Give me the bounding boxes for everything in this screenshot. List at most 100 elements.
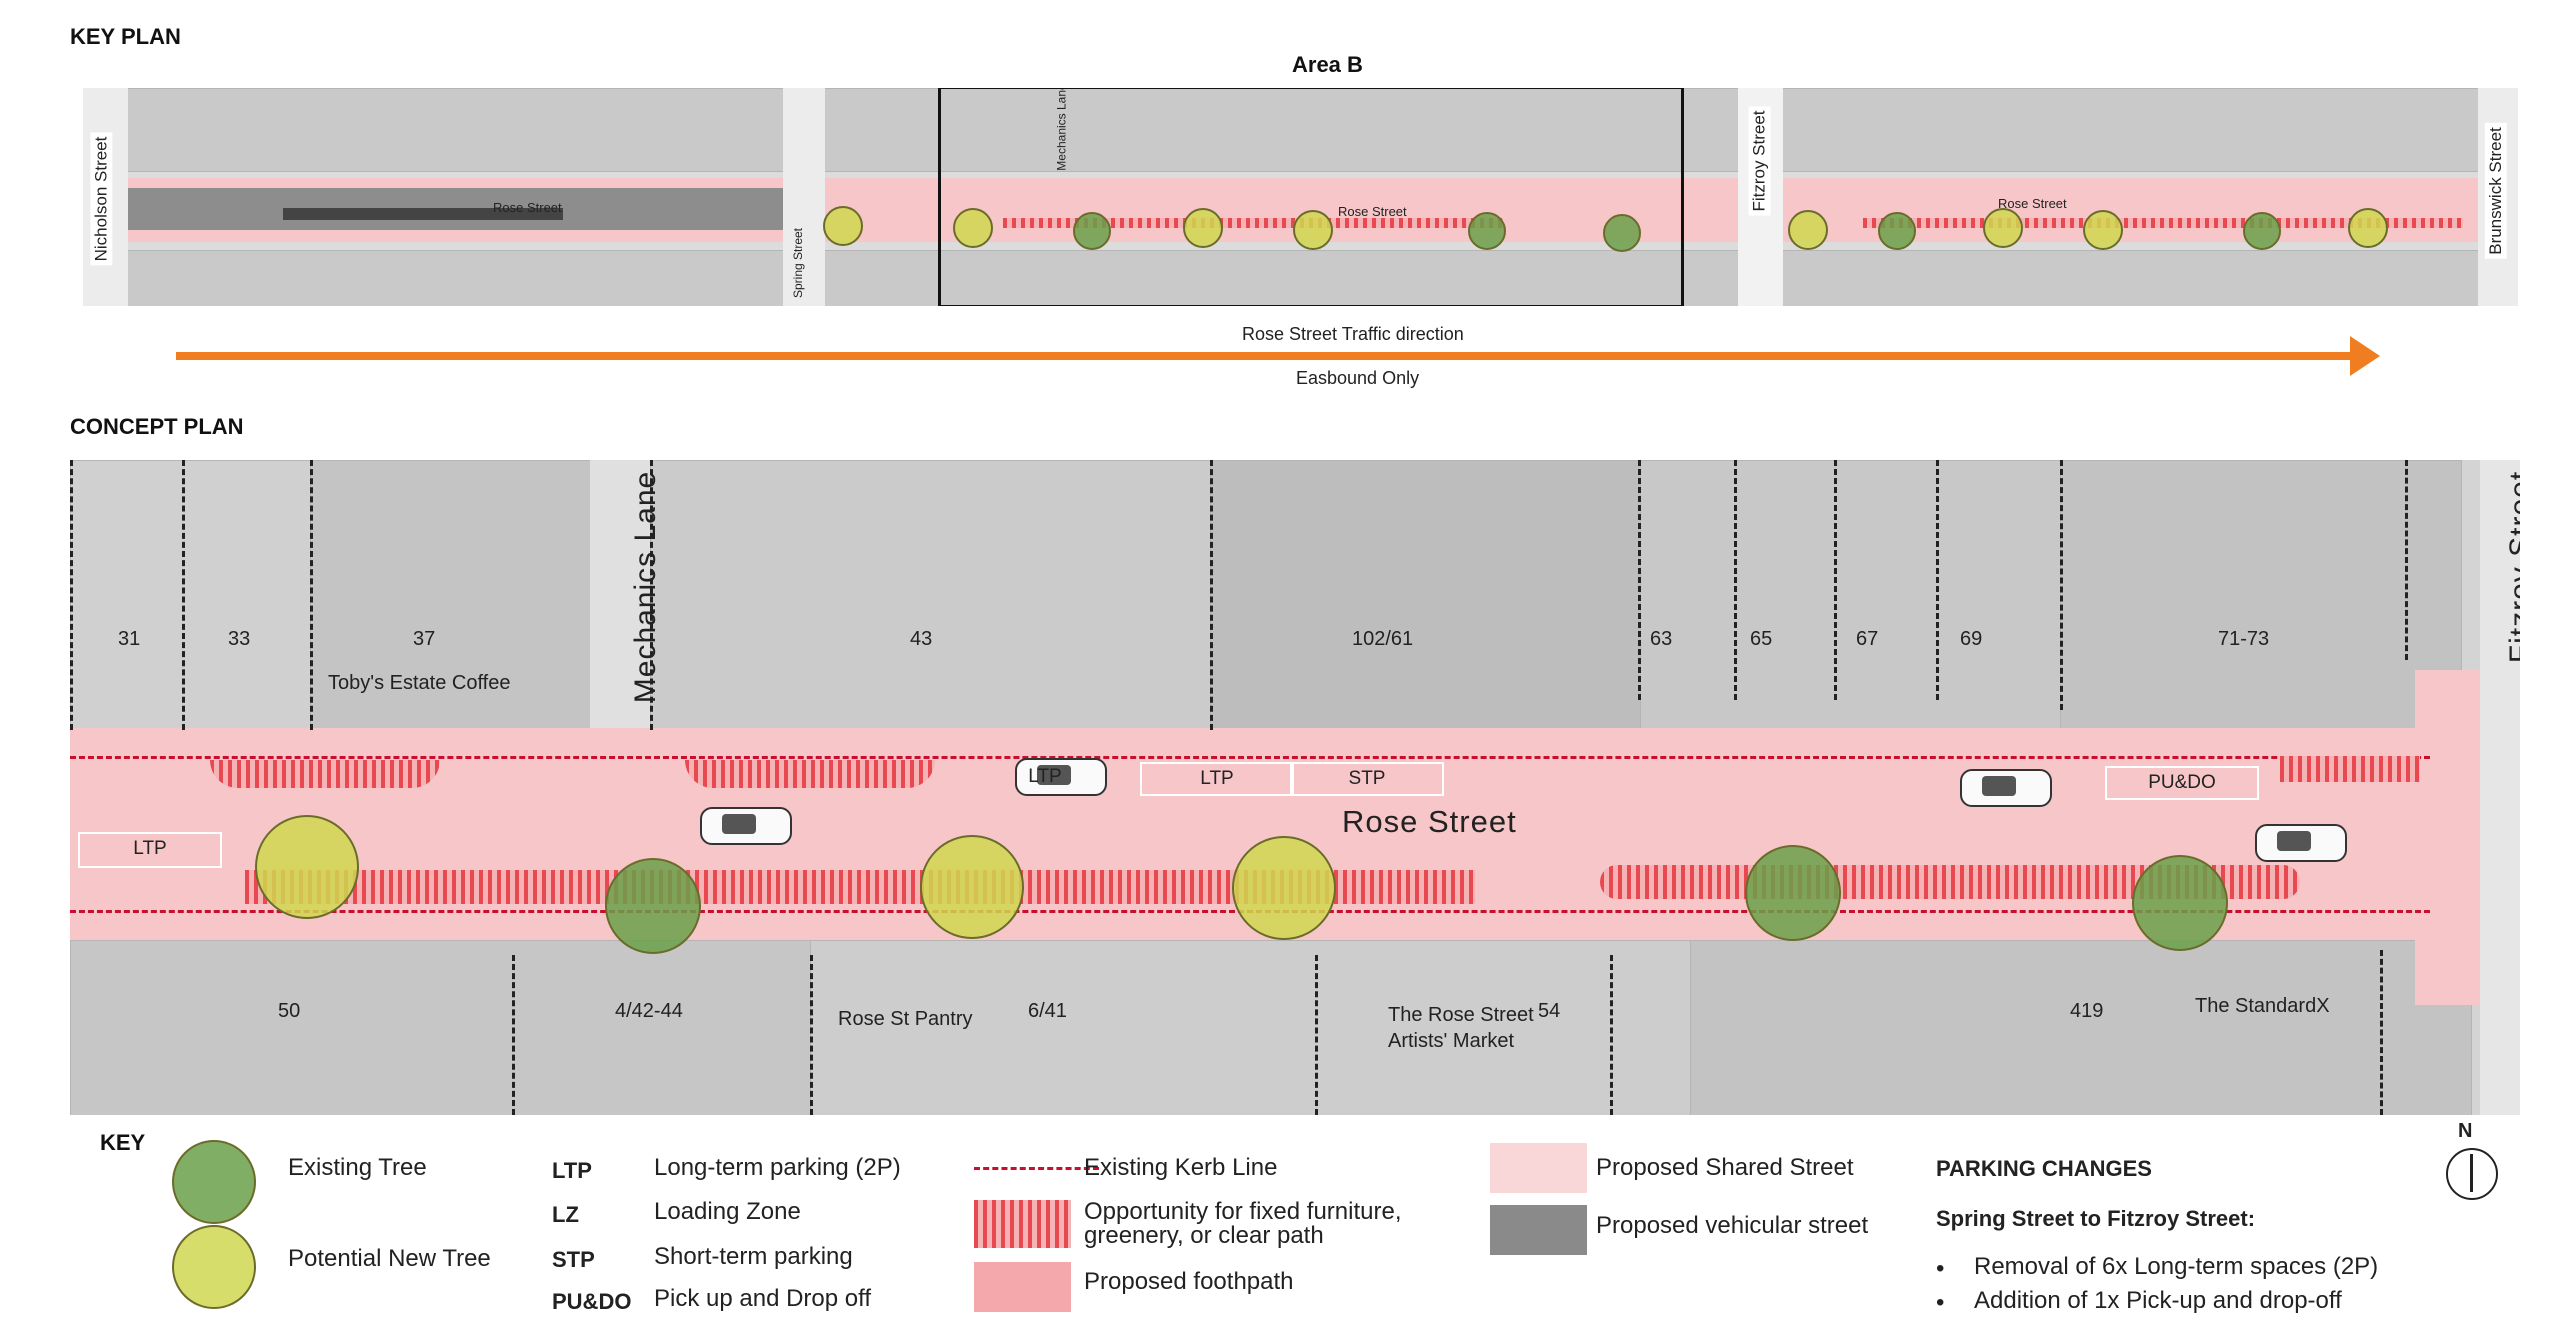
building-south <box>70 940 812 1115</box>
traffic-note: Easbound Only <box>1296 368 1420 388</box>
area-b-label: Area B <box>1292 52 1363 77</box>
legend-code: LZ <box>552 1202 579 1227</box>
legend-shared: Proposed Shared Street <box>1596 1154 1854 1181</box>
legend-new-tree: Potential New Tree <box>288 1245 491 1272</box>
legend-footpath-swatch <box>974 1262 1071 1312</box>
key-plan-tree <box>1073 212 1111 250</box>
legend-new-tree-icon <box>172 1225 256 1309</box>
car-icon <box>1015 758 1107 796</box>
potential-new-tree <box>255 815 359 919</box>
lot-number: 67 <box>1856 628 1879 650</box>
building-north <box>310 460 597 730</box>
traffic-arrow <box>176 352 2356 360</box>
lot-number: 43 <box>910 628 933 650</box>
business-name: Artists' Market <box>1388 1030 1515 1052</box>
lot-boundary <box>1638 460 1641 700</box>
lot-boundary <box>1936 460 1939 700</box>
traffic-arrowhead-icon <box>2350 336 2380 376</box>
lot-boundary <box>70 460 73 730</box>
building-north <box>1640 460 2062 730</box>
existing-tree <box>1745 845 1841 941</box>
business-name: The Rose Street <box>1388 1004 1534 1026</box>
mechanics-lane-gap <box>590 460 650 728</box>
legend-existing-tree: Existing Tree <box>288 1154 427 1181</box>
parking-changes-subtitle: Spring Street to Fitzroy Street: <box>1936 1206 2256 1231</box>
lot-boundary <box>2380 950 2383 1115</box>
building-south <box>1690 940 2472 1115</box>
key-plan-title: KEY PLAN <box>70 24 181 49</box>
legend-shared-swatch <box>1490 1143 1587 1193</box>
key-plan-road-label: Rose Street <box>493 200 562 215</box>
building-north <box>650 460 1212 730</box>
lot-number: 4/42-44 <box>615 1000 683 1022</box>
parking-ltp: LTP <box>78 832 222 868</box>
lot-boundary <box>1315 955 1318 1115</box>
legend-code: STP <box>552 1247 595 1272</box>
north-arrow-icon <box>2446 1148 2498 1200</box>
lot-number: 37 <box>413 628 436 650</box>
legend-existing-tree-icon <box>172 1140 256 1224</box>
parking-ltp: LTP <box>1028 766 1062 787</box>
lot-number: 6/41 <box>1028 1000 1067 1022</box>
parking-change-item: Removal of 6x Long-term spaces (2P) <box>1974 1253 2379 1280</box>
key-plan-buildings-south <box>83 250 2518 306</box>
key-plan-buildings-north <box>83 88 2518 172</box>
key-plan-tree <box>2348 208 2388 248</box>
lot-number: 419 <box>2070 1000 2104 1022</box>
concept-plan-title: CONCEPT PLAN <box>70 414 244 439</box>
lot-number: 31 <box>118 628 141 650</box>
key-plan-road-label-3: Rose Street <box>1998 196 2067 211</box>
lot-boundary <box>1610 955 1613 1115</box>
parking-pudo: PU&DO <box>2105 766 2259 800</box>
potential-new-tree <box>1232 836 1336 940</box>
key-plan-tree <box>2083 210 2123 250</box>
business-name: Toby's Estate Coffee <box>328 672 511 694</box>
furniture-zone <box>685 760 935 788</box>
car-icon <box>1960 769 2052 807</box>
building-north <box>70 460 312 730</box>
lot-boundary <box>2060 460 2063 710</box>
lot-number: 63 <box>1650 628 1673 650</box>
lot-number: 69 <box>1960 628 1983 650</box>
lot-boundary <box>1734 460 1737 700</box>
legend-code-desc: Long-term parking (2P) <box>654 1154 901 1181</box>
legend-vehicular: Proposed vehicular street <box>1596 1212 1869 1239</box>
business-name: Rose St Pantry <box>838 1008 973 1030</box>
existing-tree <box>605 858 701 954</box>
parking-stp: STP <box>1290 762 1444 796</box>
lot-number: 65 <box>1750 628 1773 650</box>
key-plan-brunswick-street: Brunswick Street <box>2484 123 2507 259</box>
kerb-line-north <box>70 756 2430 759</box>
lot-boundary <box>182 460 185 730</box>
fitzroy-street-corner <box>2415 670 2480 1005</box>
lot-number: 102/61 <box>1352 628 1414 650</box>
key-plan-tree <box>953 208 993 248</box>
fitzroy-street-label: Fitzroy Street <box>2504 470 2520 664</box>
parking-change-item: Addition of 1x Pick-up and drop-off <box>1974 1287 2342 1314</box>
key-plan-spring-street: Spring Street <box>791 227 806 299</box>
key-plan-tree <box>1293 210 1333 250</box>
rose-street-label: Rose Street <box>1342 804 1517 839</box>
legend-furniture: Opportunity for fixed furniture, <box>1084 1198 1402 1225</box>
key-plan-nicholson-street: Nicholson Street <box>90 132 113 266</box>
furniture-zone <box>2280 756 2420 782</box>
lot-number: 71-73 <box>2218 628 2270 650</box>
building-north <box>2060 460 2462 730</box>
parking-change-bullet-icon: • <box>1936 1255 1945 1282</box>
key-plan-parking-strip <box>283 208 563 220</box>
lot-number: 33 <box>228 628 251 650</box>
car-icon <box>700 807 792 845</box>
building-south <box>810 940 1692 1115</box>
legend-kerb-swatch <box>974 1167 1099 1170</box>
lot-boundary <box>810 955 813 1115</box>
legend-code: LTP <box>552 1158 592 1183</box>
legend-vehicular-swatch <box>1490 1205 1587 1255</box>
lot-boundary <box>512 955 515 1115</box>
lot-boundary <box>650 460 653 730</box>
area-b-frame <box>938 88 1684 306</box>
business-name: The StandardX <box>2195 995 2330 1017</box>
existing-tree <box>2132 855 2228 951</box>
potential-new-tree <box>920 835 1024 939</box>
traffic-direction-label: Rose Street Traffic direction <box>1242 324 1464 344</box>
key-plan-spring-gap <box>783 88 825 306</box>
